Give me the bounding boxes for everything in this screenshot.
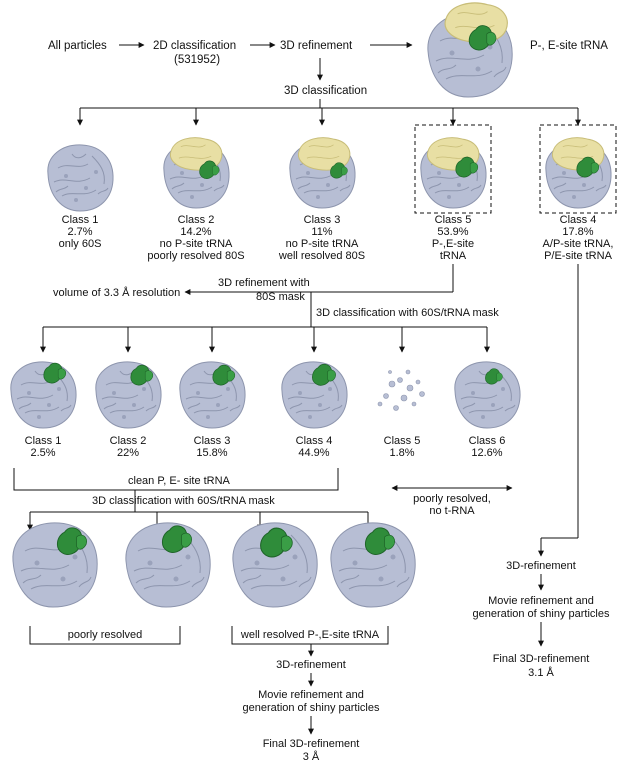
- r3-class-a-map: [12, 522, 98, 608]
- r2-class4-map: [281, 361, 348, 429]
- svg-text:no P-site tRNA: no P-site tRNA: [160, 238, 233, 250]
- svg-text:14.2%: 14.2%: [180, 226, 211, 238]
- svg-text:53.9%: 53.9%: [437, 226, 468, 238]
- r1-class4-map: [545, 137, 612, 209]
- svg-text:no P-site tRNA: no P-site tRNA: [286, 238, 359, 250]
- poorly-resolved-label: poorly resolved: [68, 629, 143, 641]
- svg-text:2.5%: 2.5%: [30, 447, 55, 459]
- 2d-classification-count: (531952): [174, 54, 220, 66]
- r2-class5-map: [377, 369, 425, 411]
- svg-text:Class 6: Class 6: [469, 435, 506, 447]
- r1-class2-map: [163, 137, 230, 209]
- svg-text:only 60S: only 60S: [59, 238, 102, 250]
- classification-60s-trna-label-2: 3D classification with 60S/tRNA mask: [92, 495, 275, 507]
- svg-text:1.8%: 1.8%: [389, 447, 414, 459]
- svg-text:Class 5: Class 5: [435, 214, 472, 226]
- svg-text:poorly resolved 80S: poorly resolved 80S: [147, 250, 244, 262]
- r1-class1-map: [47, 144, 114, 212]
- svg-text:A/P-site tRNA,: A/P-site tRNA,: [543, 238, 614, 250]
- volume-resolution-label: volume of 3.3 Å resolution: [53, 286, 180, 299]
- left-3d-refinement-label: 3D-refinement: [276, 659, 346, 671]
- svg-text:15.8%: 15.8%: [196, 447, 227, 459]
- svg-text:P-,E-site: P-,E-site: [432, 238, 474, 250]
- r1-class2-label: Class 2 14.2% no P-site tRNA poorly reso…: [147, 214, 244, 262]
- poorly-resolved-no-trna-1: poorly resolved,: [413, 493, 491, 505]
- svg-text:44.9%: 44.9%: [298, 447, 329, 459]
- left-final-resolution: 3 Å: [303, 750, 320, 763]
- left-final-refinement: Final 3D-refinement: [263, 738, 360, 750]
- svg-text:Class 1: Class 1: [25, 435, 62, 447]
- pe-site-trna-label: P-, E-site tRNA: [530, 40, 608, 52]
- r2-class2-map: [95, 361, 162, 429]
- right-movie-refinement-1: Movie refinement and: [488, 595, 594, 607]
- svg-text:Class 5: Class 5: [384, 435, 421, 447]
- r1-class4-highlight-box: [539, 124, 617, 214]
- r3-class-c-map: [232, 522, 318, 608]
- left-movie-refinement-1: Movie refinement and: [258, 689, 364, 701]
- well-resolved-pe-label: well resolved P-,E-site tRNA: [240, 629, 380, 641]
- top-ribosome-map: [427, 2, 513, 98]
- r2-class6-map: [454, 361, 521, 429]
- right-final-resolution: 3.1 Å: [528, 666, 554, 679]
- well-resolved-bracket: [231, 626, 389, 645]
- refinement-80s-line2: 80S mask: [256, 291, 305, 303]
- svg-text:11%: 11%: [311, 226, 332, 238]
- 2d-classification-label: 2D classification: [153, 40, 236, 52]
- r3-class-b-map: [125, 522, 211, 608]
- svg-text:17.8%: 17.8%: [562, 226, 593, 238]
- r1-class1-label: Class 1 2.7% only 60S: [59, 214, 102, 250]
- r1-class3-label: Class 3 11% no P-site tRNA well resolved…: [278, 214, 365, 262]
- right-final-refinement: Final 3D-refinement: [493, 653, 590, 665]
- svg-text:12.6%: 12.6%: [471, 447, 502, 459]
- r2-class1-map: [10, 361, 77, 429]
- r2-class5-label: Class 5 1.8%: [384, 435, 421, 459]
- all-particles-label: All particles: [48, 40, 107, 52]
- r2-class1-label: Class 1 2.5%: [25, 435, 62, 459]
- r1-class5-label: Class 5 53.9% P-,E-site tRNA: [432, 214, 474, 262]
- poorly-resolved-no-trna-2: no t-RNA: [429, 505, 475, 517]
- svg-text:2.7%: 2.7%: [67, 226, 92, 238]
- r2-class3-label: Class 3 15.8%: [194, 435, 231, 459]
- 3d-classification-label: 3D classification: [284, 85, 367, 97]
- svg-text:Class 3: Class 3: [304, 214, 341, 226]
- svg-text:Class 4: Class 4: [296, 435, 333, 447]
- r1-class5-highlight-box: [414, 124, 492, 214]
- svg-text:Class 4: Class 4: [560, 214, 597, 226]
- svg-text:Class 1: Class 1: [62, 214, 99, 226]
- r2-class2-label: Class 2 22%: [110, 435, 147, 459]
- svg-text:tRNA: tRNA: [440, 250, 467, 262]
- right-movie-refinement-2: generation of shiny particles: [473, 608, 610, 620]
- svg-text:Class 3: Class 3: [194, 435, 231, 447]
- r1-class4-label: Class 4 17.8% A/P-site tRNA, P/E-site tR…: [543, 214, 614, 262]
- left-movie-refinement-2: generation of shiny particles: [243, 702, 380, 714]
- classification-60s-trna-label-1: 3D classification with 60S/tRNA mask: [316, 307, 499, 319]
- poorly-resolved-bracket: [29, 626, 181, 645]
- r3-class-d-map: [330, 522, 416, 608]
- svg-text:Class 2: Class 2: [110, 435, 147, 447]
- svg-text:P/E-site tRNA: P/E-site tRNA: [544, 250, 613, 262]
- svg-text:well resolved 80S: well resolved 80S: [278, 250, 365, 262]
- refinement-80s-line1: 3D refinement with: [218, 277, 310, 289]
- clean-pe-site-label: clean P, E- site tRNA: [128, 475, 231, 487]
- clean-pe-bracket: [13, 468, 339, 491]
- r1-class5-map: [420, 137, 487, 209]
- r1-class3-map: [289, 137, 356, 209]
- r2-class3-map: [179, 361, 246, 429]
- svg-text:Class 2: Class 2: [178, 214, 215, 226]
- 3d-refinement-label: 3D refinement: [280, 40, 353, 52]
- svg-text:22%: 22%: [117, 447, 139, 459]
- r2-class4-label: Class 4 44.9%: [296, 435, 333, 459]
- r2-class6-label: Class 6 12.6%: [469, 435, 506, 459]
- right-3d-refinement-label: 3D-refinement: [506, 560, 576, 572]
